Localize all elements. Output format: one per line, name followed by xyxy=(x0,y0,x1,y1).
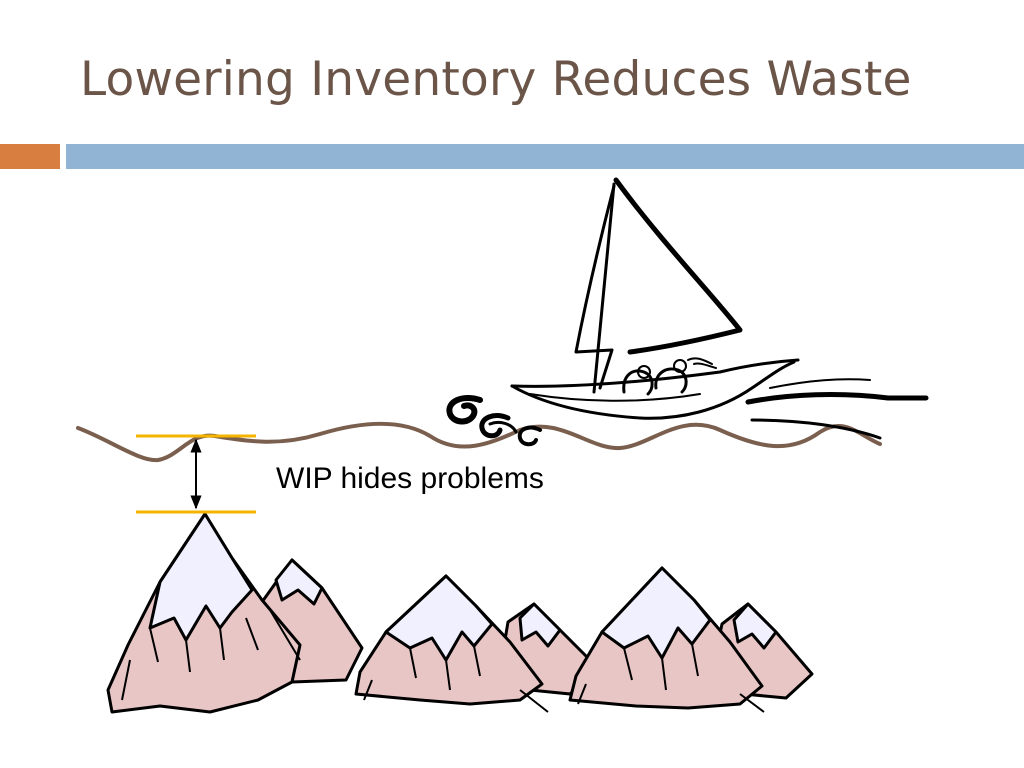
sailboat-clipart xyxy=(446,177,929,447)
accent-bar-blue xyxy=(66,144,1024,169)
accent-bar-orange xyxy=(0,144,60,169)
mountains-clipart xyxy=(106,512,814,714)
mountain-group-3 xyxy=(568,566,814,713)
mountain-group-1 xyxy=(106,512,364,714)
wip-caption: WIP hides problems xyxy=(276,462,544,495)
slide-title: Lowering Inventory Reduces Waste xyxy=(80,52,912,107)
mountain-group-2 xyxy=(354,574,600,713)
water-line xyxy=(76,421,882,463)
